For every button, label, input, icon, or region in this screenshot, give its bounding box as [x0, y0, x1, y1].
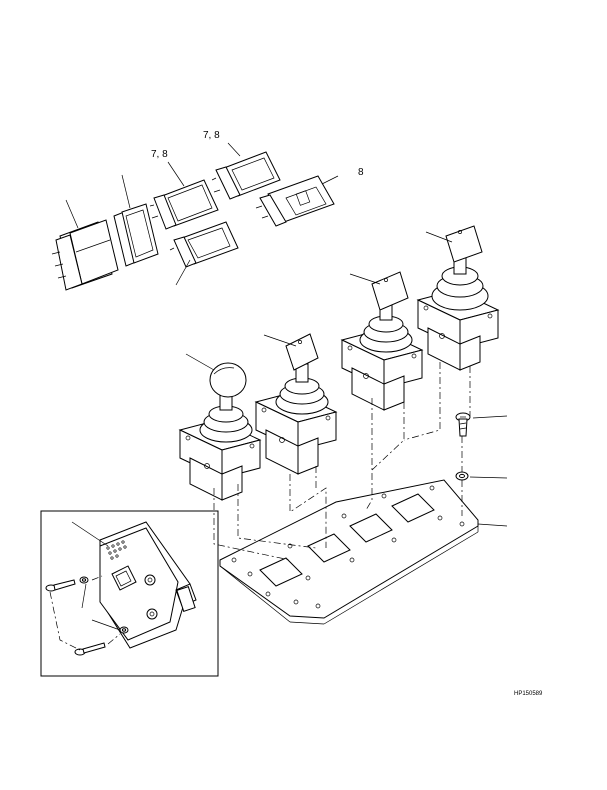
- assembly-lines: [214, 362, 470, 560]
- rocker-switch-1: [52, 220, 118, 290]
- leader-line: [228, 143, 240, 156]
- leader-line: [122, 175, 130, 208]
- joystick-4: [418, 226, 498, 370]
- leader-line: [72, 522, 108, 546]
- mounting-plate: [220, 480, 478, 624]
- leader-line: [322, 176, 338, 184]
- leader-line: [186, 354, 214, 370]
- callout-7-8-upper: 7, 8: [203, 130, 220, 141]
- joystick-ball-knob: [180, 363, 260, 500]
- leader-line: [470, 477, 507, 478]
- inset-screws: [46, 576, 128, 655]
- inset-detail-box: [41, 511, 218, 676]
- screw: [456, 413, 470, 436]
- leader-line: [478, 524, 507, 526]
- figure-code: HP150589: [514, 691, 543, 697]
- switch-5: [212, 152, 280, 199]
- leader-line: [350, 274, 380, 284]
- blank-switch-2: [114, 204, 158, 266]
- inset-control-box: [100, 522, 196, 648]
- leader-line: [92, 620, 120, 630]
- leader-line: [264, 335, 296, 346]
- joystick-2: [256, 334, 336, 474]
- led-dots: [107, 541, 126, 559]
- leader-line: [82, 584, 86, 608]
- leader-line: [66, 200, 78, 228]
- switch-6: [256, 176, 334, 226]
- leader-line: [168, 162, 184, 186]
- washer: [456, 472, 468, 480]
- leader-line: [176, 260, 190, 285]
- switch-3: [150, 180, 218, 229]
- joystick-3: [342, 272, 422, 410]
- callout-7-8-left: 7, 8: [151, 149, 168, 160]
- leader-line: [473, 416, 507, 418]
- leader-line: [426, 232, 452, 242]
- callout-8: 8: [358, 167, 364, 178]
- switch-4: [170, 222, 238, 267]
